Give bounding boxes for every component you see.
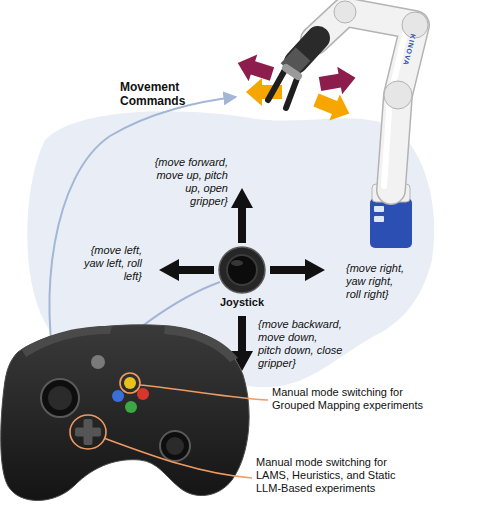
command-set: {move left, yaw left, roll left} [80, 244, 142, 283]
annotation-note: Manual mode switching for Grouped Mappin… [272, 386, 432, 412]
node-label: Joystick [202, 296, 282, 309]
command-set: {move backward, move down, pitch down, c… [258, 318, 343, 370]
brand-logo: KINOVA [401, 33, 417, 67]
annotation-note: Manual mode switching for LAMS, Heuristi… [256, 456, 416, 495]
movement-arrows [233, 50, 357, 127]
joystick-knob [218, 246, 266, 294]
command-set: {move forward, move up, pitch up, open g… [148, 156, 228, 208]
game-controller [1, 325, 249, 501]
command-set: {move right, yaw right, roll right} [346, 262, 408, 301]
robot-arm [315, 1, 428, 248]
gripper [268, 38, 318, 108]
joystick-node: Joystick [218, 246, 266, 294]
callout-lines [70, 373, 268, 478]
movement-label: Movement Commands [120, 80, 186, 108]
